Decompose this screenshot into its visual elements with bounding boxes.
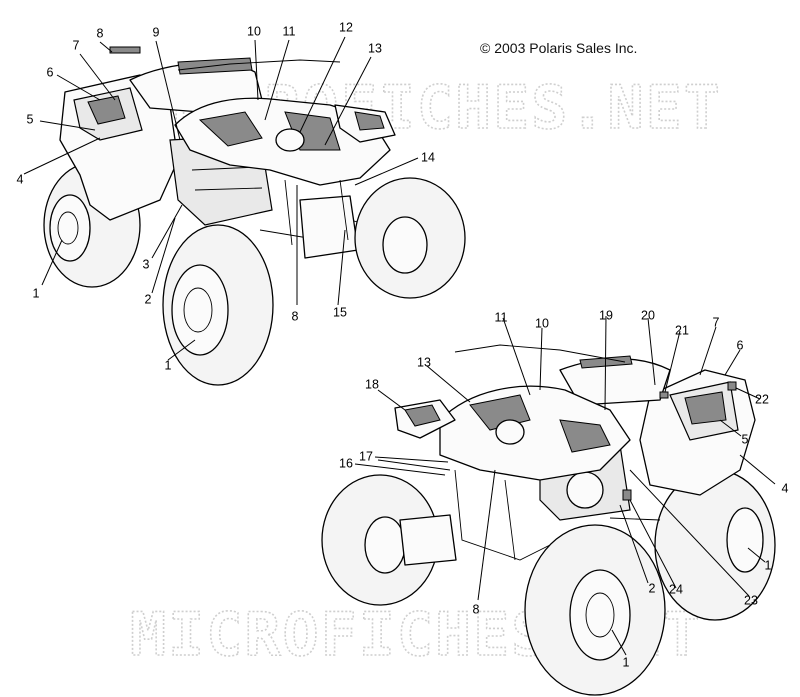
callout-5: 5 xyxy=(742,432,749,446)
callout-19: 19 xyxy=(599,308,613,322)
rear-wheel-lower xyxy=(654,469,776,621)
callout-8: 8 xyxy=(473,602,480,616)
callout-15: 15 xyxy=(333,305,347,319)
callout-23: 23 xyxy=(744,593,758,607)
callout-14: 14 xyxy=(421,150,435,164)
callout-4: 4 xyxy=(782,481,789,495)
callout-1: 1 xyxy=(623,655,630,669)
callout-22: 22 xyxy=(755,392,769,406)
callout-3: 3 xyxy=(143,257,150,271)
atv-lower-right xyxy=(321,344,776,696)
callout-1: 1 xyxy=(765,558,772,572)
callout-6: 6 xyxy=(47,65,54,79)
callout-13: 13 xyxy=(368,41,382,55)
callout-13: 13 xyxy=(417,355,431,369)
atv-upper-left xyxy=(43,46,466,386)
callout-11: 11 xyxy=(283,24,296,38)
callout-20: 20 xyxy=(641,308,655,322)
callout-8: 8 xyxy=(97,26,104,40)
callout-7: 7 xyxy=(73,38,80,52)
callout-17: 17 xyxy=(359,449,373,463)
callout-4: 4 xyxy=(17,172,24,186)
callouts-upper-left: 1 1 2 3 4 5 6 7 8 8 9 10 11 12 13 14 15 xyxy=(17,20,435,372)
callout-18: 18 xyxy=(365,377,379,391)
front-right-wheel-lower xyxy=(524,524,666,696)
callout-12: 12 xyxy=(339,20,353,34)
callout-9: 9 xyxy=(153,25,160,39)
callout-10: 10 xyxy=(247,24,261,38)
callout-24: 24 xyxy=(669,582,683,596)
callout-2: 2 xyxy=(649,581,656,595)
callout-11: 11 xyxy=(495,310,508,324)
callout-1: 1 xyxy=(33,286,40,300)
callout-21: 21 xyxy=(675,323,689,337)
callout-1: 1 xyxy=(165,358,172,372)
callout-6: 6 xyxy=(737,338,744,352)
callout-7: 7 xyxy=(713,315,720,329)
callout-8: 8 xyxy=(292,309,299,323)
leaders-upper-left xyxy=(23,36,419,361)
callout-10: 10 xyxy=(535,316,549,330)
front-right-wheel-upper xyxy=(354,177,466,299)
callout-16: 16 xyxy=(339,456,353,470)
copyright-text: © 2003 Polaris Sales Inc. xyxy=(480,40,638,56)
front-left-wheel-upper xyxy=(162,224,274,386)
callout-2: 2 xyxy=(145,292,152,306)
leaders-lower-right xyxy=(354,315,776,656)
callout-5: 5 xyxy=(27,112,34,126)
callouts-lower-right: 1 1 2 4 5 6 7 8 10 11 13 16 17 18 19 20 … xyxy=(339,308,788,669)
